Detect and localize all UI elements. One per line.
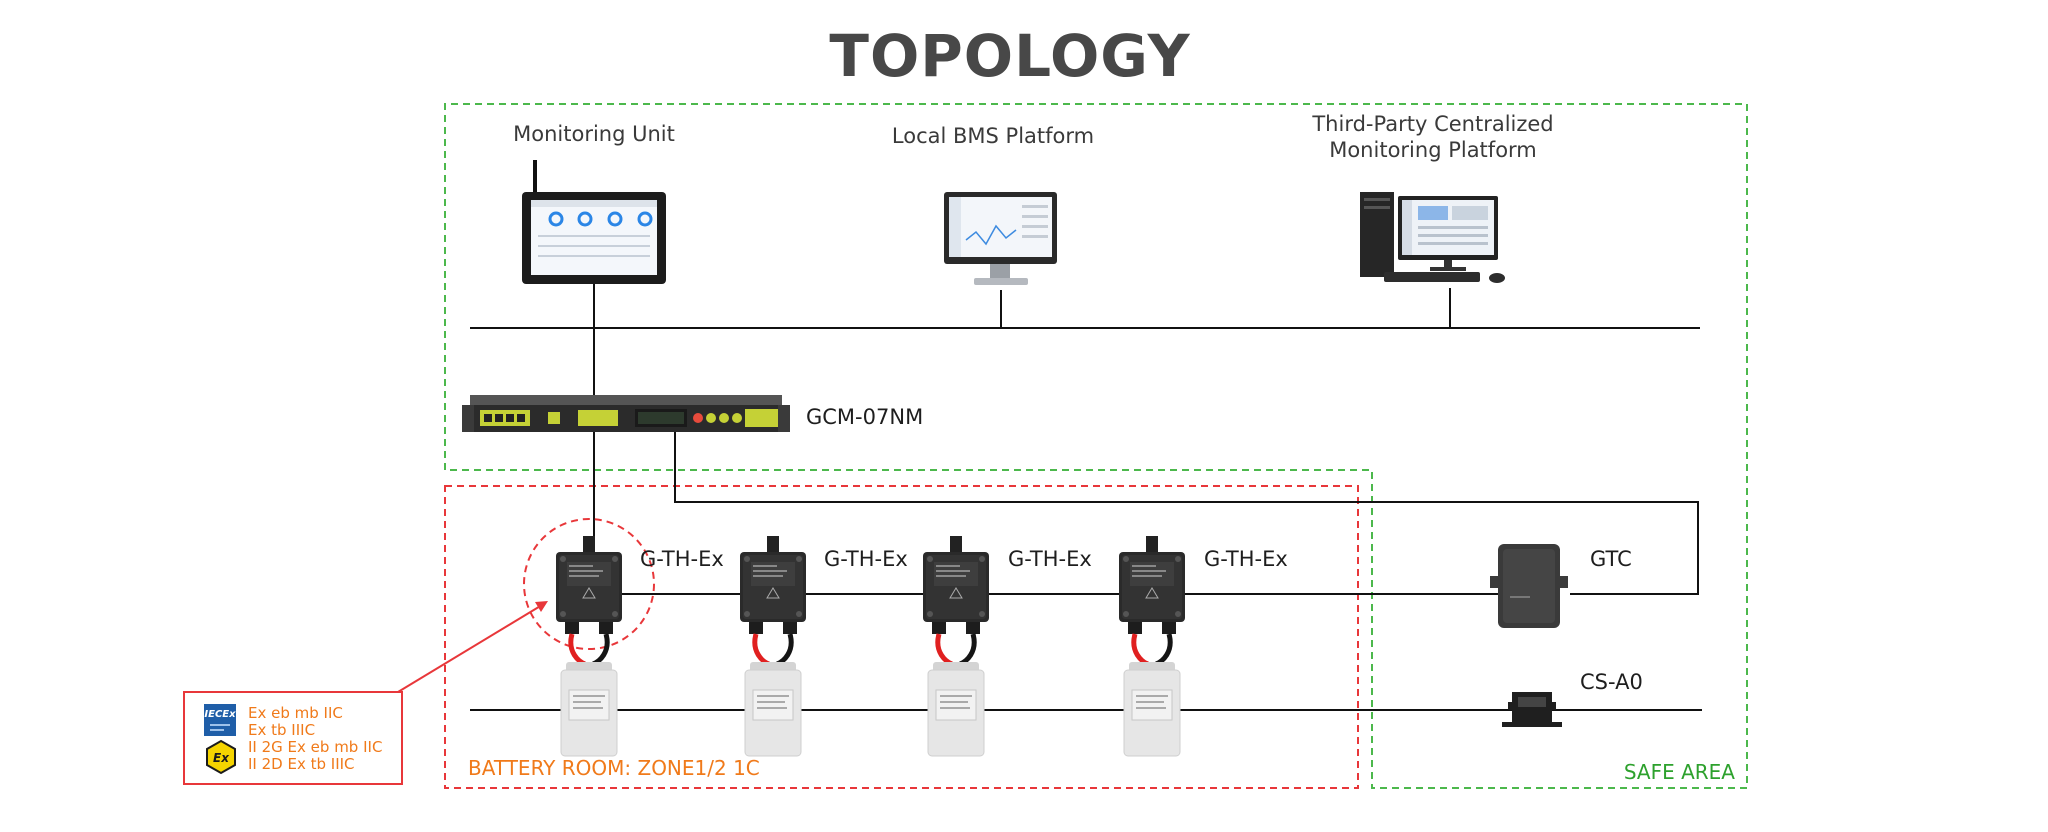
sensor-2-unit (740, 536, 806, 757)
sensor-2-label: G-TH-Ex (824, 547, 908, 571)
cert-line-2: Ex tb IIIC (248, 721, 315, 739)
monitoring-unit-tablet (522, 160, 666, 284)
gcm-07nm-gateway (462, 395, 790, 432)
cert-pointer-arrowhead (535, 601, 548, 612)
cs-a0-label: CS-A0 (1580, 670, 1643, 694)
sensor-3-label: G-TH-Ex (1008, 547, 1092, 571)
cert-line-4: II 2D Ex tb IIIC (248, 755, 355, 773)
safe-area-border (444, 103, 1748, 789)
sensor-1-highlight-circle (523, 518, 655, 650)
safe-area-label: SAFE AREA (1624, 760, 1735, 784)
gtc-label: GTC (1590, 547, 1632, 571)
third-party-label-1: Third-Party Centralized (1311, 112, 1553, 136)
gtc-device (1490, 544, 1568, 628)
sensor-4-label: G-TH-Ex (1204, 547, 1288, 571)
gcm-07nm-label: GCM-07NM (806, 405, 923, 429)
svg-text:IECEx: IECEx (204, 709, 236, 720)
sensor-4-unit (1119, 536, 1185, 757)
sensor-3-unit (923, 536, 989, 757)
third-party-workstation (1360, 192, 1505, 283)
local-bms-label: Local BMS Platform (892, 124, 1094, 148)
battery-room-border (444, 485, 1359, 789)
monitoring-unit-label: Monitoring Unit (513, 122, 675, 146)
cs-a0-device (1502, 692, 1562, 727)
cert-line-1: Ex eb mb IIC (248, 704, 343, 722)
sensor-1-unit (556, 536, 622, 757)
ex-hexagon-icon: Ex (206, 739, 236, 775)
cert-line-3: II 2G Ex eb mb IIC (248, 738, 382, 756)
cert-pointer-line (397, 604, 543, 693)
page-title: TOPOLOGY (829, 22, 1190, 90)
battery-room-label: BATTERY ROOM: ZONE1/2 1C (468, 756, 760, 780)
gtc-loop-wire (674, 432, 1699, 595)
third-party-label-2: Monitoring Platform (1329, 138, 1537, 162)
iecex-logo-icon: IECEx (204, 704, 236, 736)
sensor-1-label: G-TH-Ex (640, 547, 724, 571)
svg-text:Ex: Ex (213, 751, 230, 765)
local-bms-monitor (944, 192, 1057, 285)
